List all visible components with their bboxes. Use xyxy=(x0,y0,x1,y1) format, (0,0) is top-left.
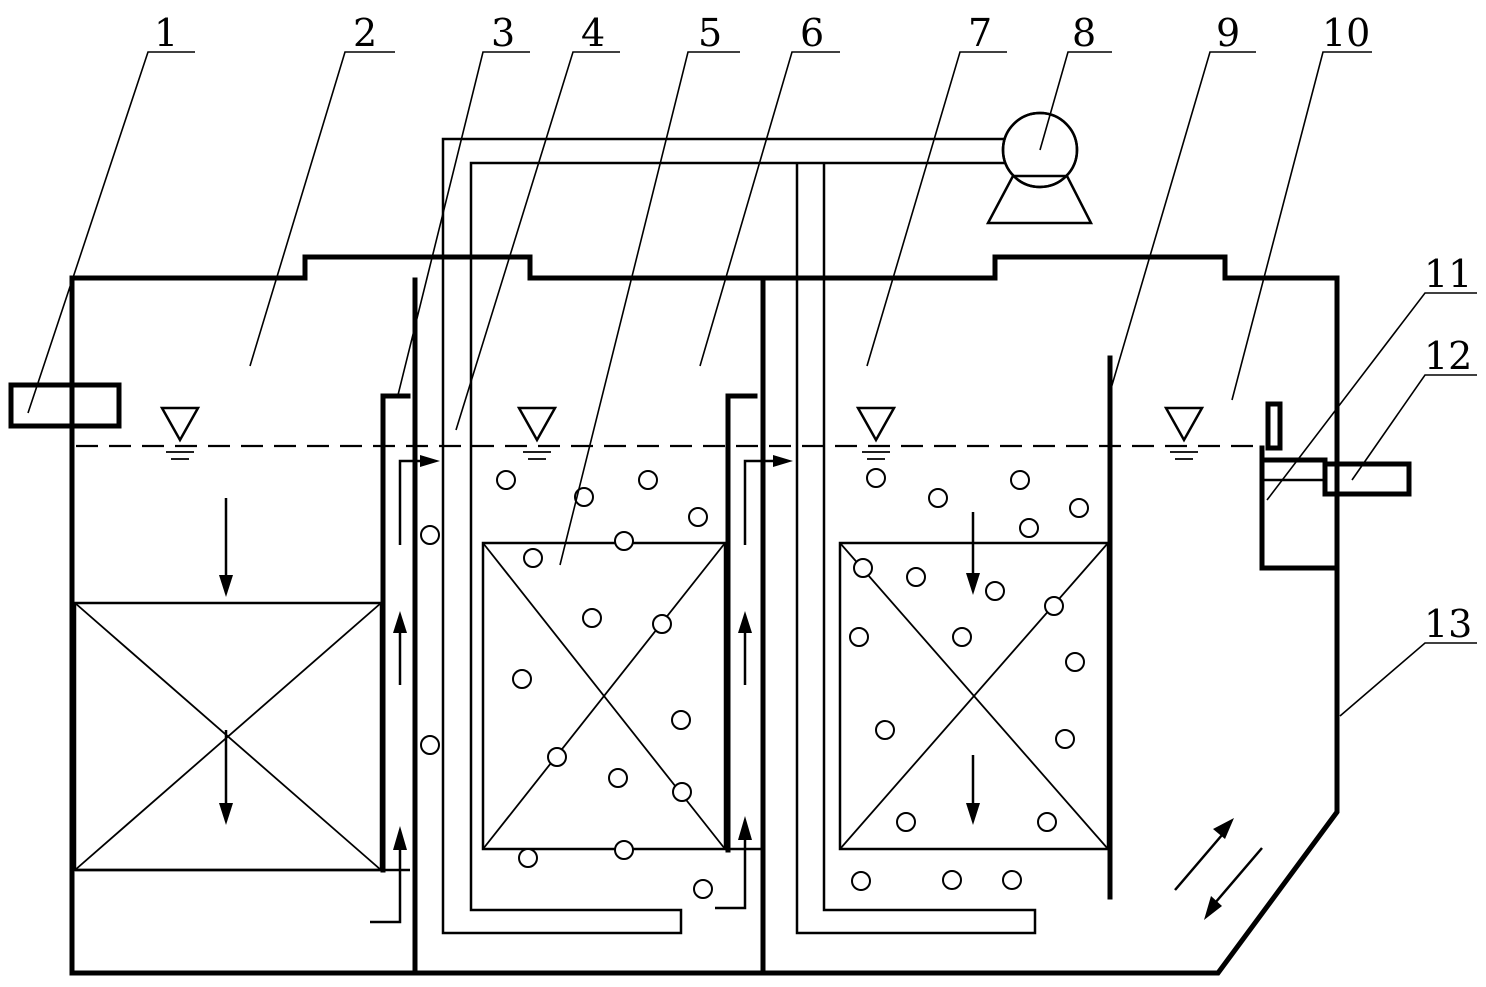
water-level-symbol xyxy=(855,406,897,460)
arrow-up xyxy=(393,611,407,685)
callout-label-8: 8 xyxy=(1072,11,1096,55)
callout-label-4: 4 xyxy=(581,11,605,55)
tank-outer-wall xyxy=(69,254,1340,976)
callout-label-9: 9 xyxy=(1216,11,1240,55)
partition-walls xyxy=(412,277,1113,976)
callout-label-12: 12 xyxy=(1424,334,1472,378)
inlet-pipe xyxy=(8,382,122,429)
callout-label-6: 6 xyxy=(800,11,824,55)
air-pipe-left xyxy=(441,137,1005,935)
callout-label-3: 3 xyxy=(491,11,515,55)
callout-label-11: 11 xyxy=(1424,252,1472,296)
water-level-symbols xyxy=(159,406,1205,460)
callout-label-1: 1 xyxy=(154,11,178,55)
media-block-settling xyxy=(73,601,410,872)
arrow-up xyxy=(738,611,752,685)
blower-pump-icon xyxy=(985,111,1094,225)
air-bubbles xyxy=(420,468,1089,899)
callout-label-7: 7 xyxy=(968,11,992,55)
outlet-pipe xyxy=(1322,461,1412,497)
arrow-down xyxy=(219,498,233,597)
arrow-diagonal-up xyxy=(1174,818,1234,891)
arrow-down xyxy=(219,730,233,825)
arrow-overflow-right xyxy=(398,455,440,545)
arrow-down xyxy=(966,512,980,595)
arrow-overflow-right xyxy=(743,455,793,545)
arrow-down xyxy=(966,755,980,825)
arrow-up xyxy=(715,816,752,910)
water-level-symbol xyxy=(1163,406,1205,460)
callout-label-2: 2 xyxy=(353,11,377,55)
media-block-anoxic xyxy=(481,541,763,851)
callout-label-10: 10 xyxy=(1322,11,1370,55)
callout-leaders xyxy=(27,51,1477,717)
water-level-symbol xyxy=(159,406,201,460)
arrow-up xyxy=(370,826,407,924)
water-level-symbol xyxy=(516,406,558,460)
callout-label-13: 13 xyxy=(1424,602,1472,646)
riser-channel-middle xyxy=(725,393,758,853)
outlet-weir-box xyxy=(1259,401,1340,571)
callout-labels: 1 2 3 4 5 6 7 8 9 10 11 12 13 xyxy=(154,11,1472,646)
callout-label-5: 5 xyxy=(698,11,722,55)
air-pipe-right xyxy=(795,163,1037,935)
riser-channel-left xyxy=(380,393,411,873)
arrow-diagonal-down xyxy=(1204,847,1263,920)
flow-arrows xyxy=(219,455,1263,924)
